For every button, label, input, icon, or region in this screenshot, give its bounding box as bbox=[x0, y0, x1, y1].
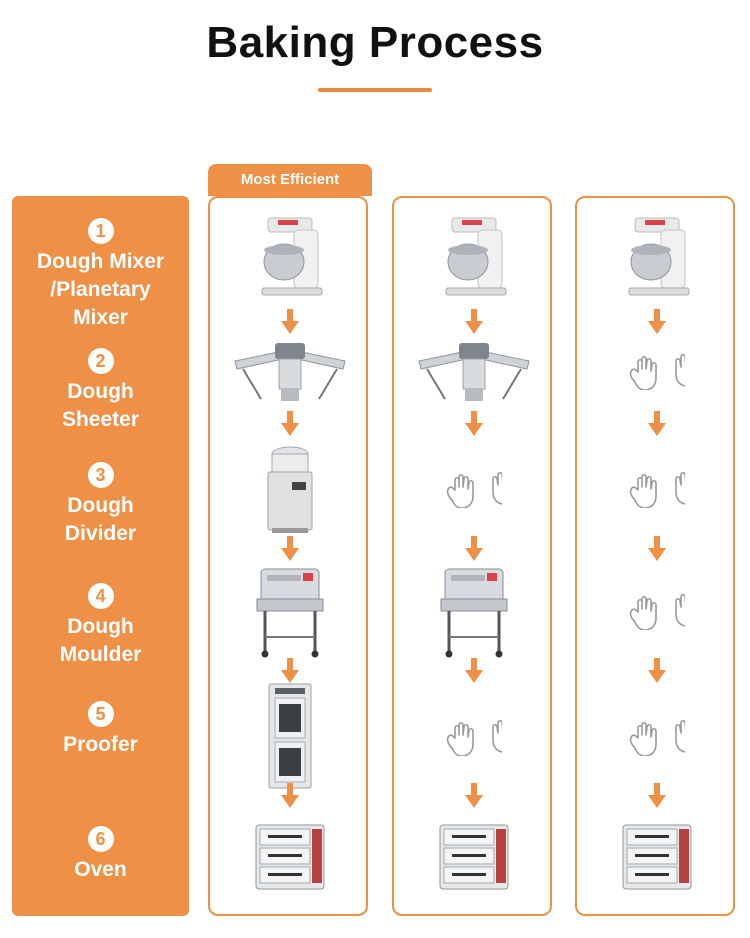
step-number: 1 bbox=[87, 218, 114, 244]
down-arrow-icon bbox=[464, 658, 484, 684]
step-2: 2 Dough Sheeter bbox=[12, 348, 189, 434]
steps-panel: 1 Dough Mixer /Planetary Mixer 2 Dough S… bbox=[12, 196, 189, 916]
down-arrow-icon bbox=[280, 783, 300, 809]
step-5: 5 Proofer bbox=[12, 701, 189, 759]
step-label: Dough Divider bbox=[64, 494, 137, 545]
mixer-machine-icon bbox=[617, 216, 697, 300]
step-number: 5 bbox=[87, 701, 114, 727]
step-label: Proofer bbox=[63, 733, 138, 756]
down-arrow-icon bbox=[280, 658, 300, 684]
hands-icon bbox=[446, 720, 502, 756]
down-arrow-icon bbox=[647, 783, 667, 809]
hands-icon bbox=[629, 594, 685, 630]
step-label: Oven bbox=[74, 858, 127, 881]
step-1: 1 Dough Mixer /Planetary Mixer bbox=[12, 218, 189, 332]
down-arrow-icon bbox=[464, 309, 484, 335]
page-title: Baking Process bbox=[206, 18, 544, 67]
sheeter-machine-icon bbox=[231, 339, 349, 405]
step-4: 4 Dough Moulder bbox=[12, 583, 189, 669]
hands-icon bbox=[629, 354, 685, 390]
hands-icon bbox=[446, 472, 502, 508]
sheeter-machine-icon bbox=[415, 339, 533, 405]
step-number: 6 bbox=[87, 826, 114, 852]
down-arrow-icon bbox=[280, 309, 300, 335]
down-arrow-icon bbox=[647, 536, 667, 562]
hands-icon bbox=[629, 720, 685, 756]
oven-machine-icon bbox=[254, 823, 326, 893]
step-3: 3 Dough Divider bbox=[12, 462, 189, 548]
oven-machine-icon bbox=[438, 823, 510, 893]
step-number: 2 bbox=[87, 348, 114, 374]
down-arrow-icon bbox=[464, 536, 484, 562]
hands-icon bbox=[629, 472, 685, 508]
moulder-machine-icon bbox=[253, 565, 327, 659]
moulder-machine-icon bbox=[437, 565, 511, 659]
step-6: 6 Oven bbox=[12, 826, 189, 884]
step-label: Dough Sheeter bbox=[61, 380, 140, 431]
down-arrow-icon bbox=[280, 411, 300, 437]
mixer-machine-icon bbox=[434, 216, 514, 300]
oven-machine-icon bbox=[621, 823, 693, 893]
down-arrow-icon bbox=[647, 658, 667, 684]
down-arrow-icon bbox=[280, 536, 300, 562]
title-underline bbox=[318, 88, 432, 92]
mixer-machine-icon bbox=[250, 216, 330, 300]
step-number: 4 bbox=[87, 583, 114, 609]
proofer-machine-icon bbox=[265, 682, 315, 794]
down-arrow-icon bbox=[647, 411, 667, 437]
step-label: Dough Mixer /Planetary Mixer bbox=[36, 250, 165, 329]
step-label: Dough Moulder bbox=[59, 615, 142, 666]
step-number: 3 bbox=[87, 462, 114, 488]
down-arrow-icon bbox=[464, 783, 484, 809]
down-arrow-icon bbox=[464, 411, 484, 437]
divider-machine-icon bbox=[262, 444, 318, 536]
most-efficient-badge: Most Efficient bbox=[208, 164, 372, 196]
down-arrow-icon bbox=[647, 309, 667, 335]
